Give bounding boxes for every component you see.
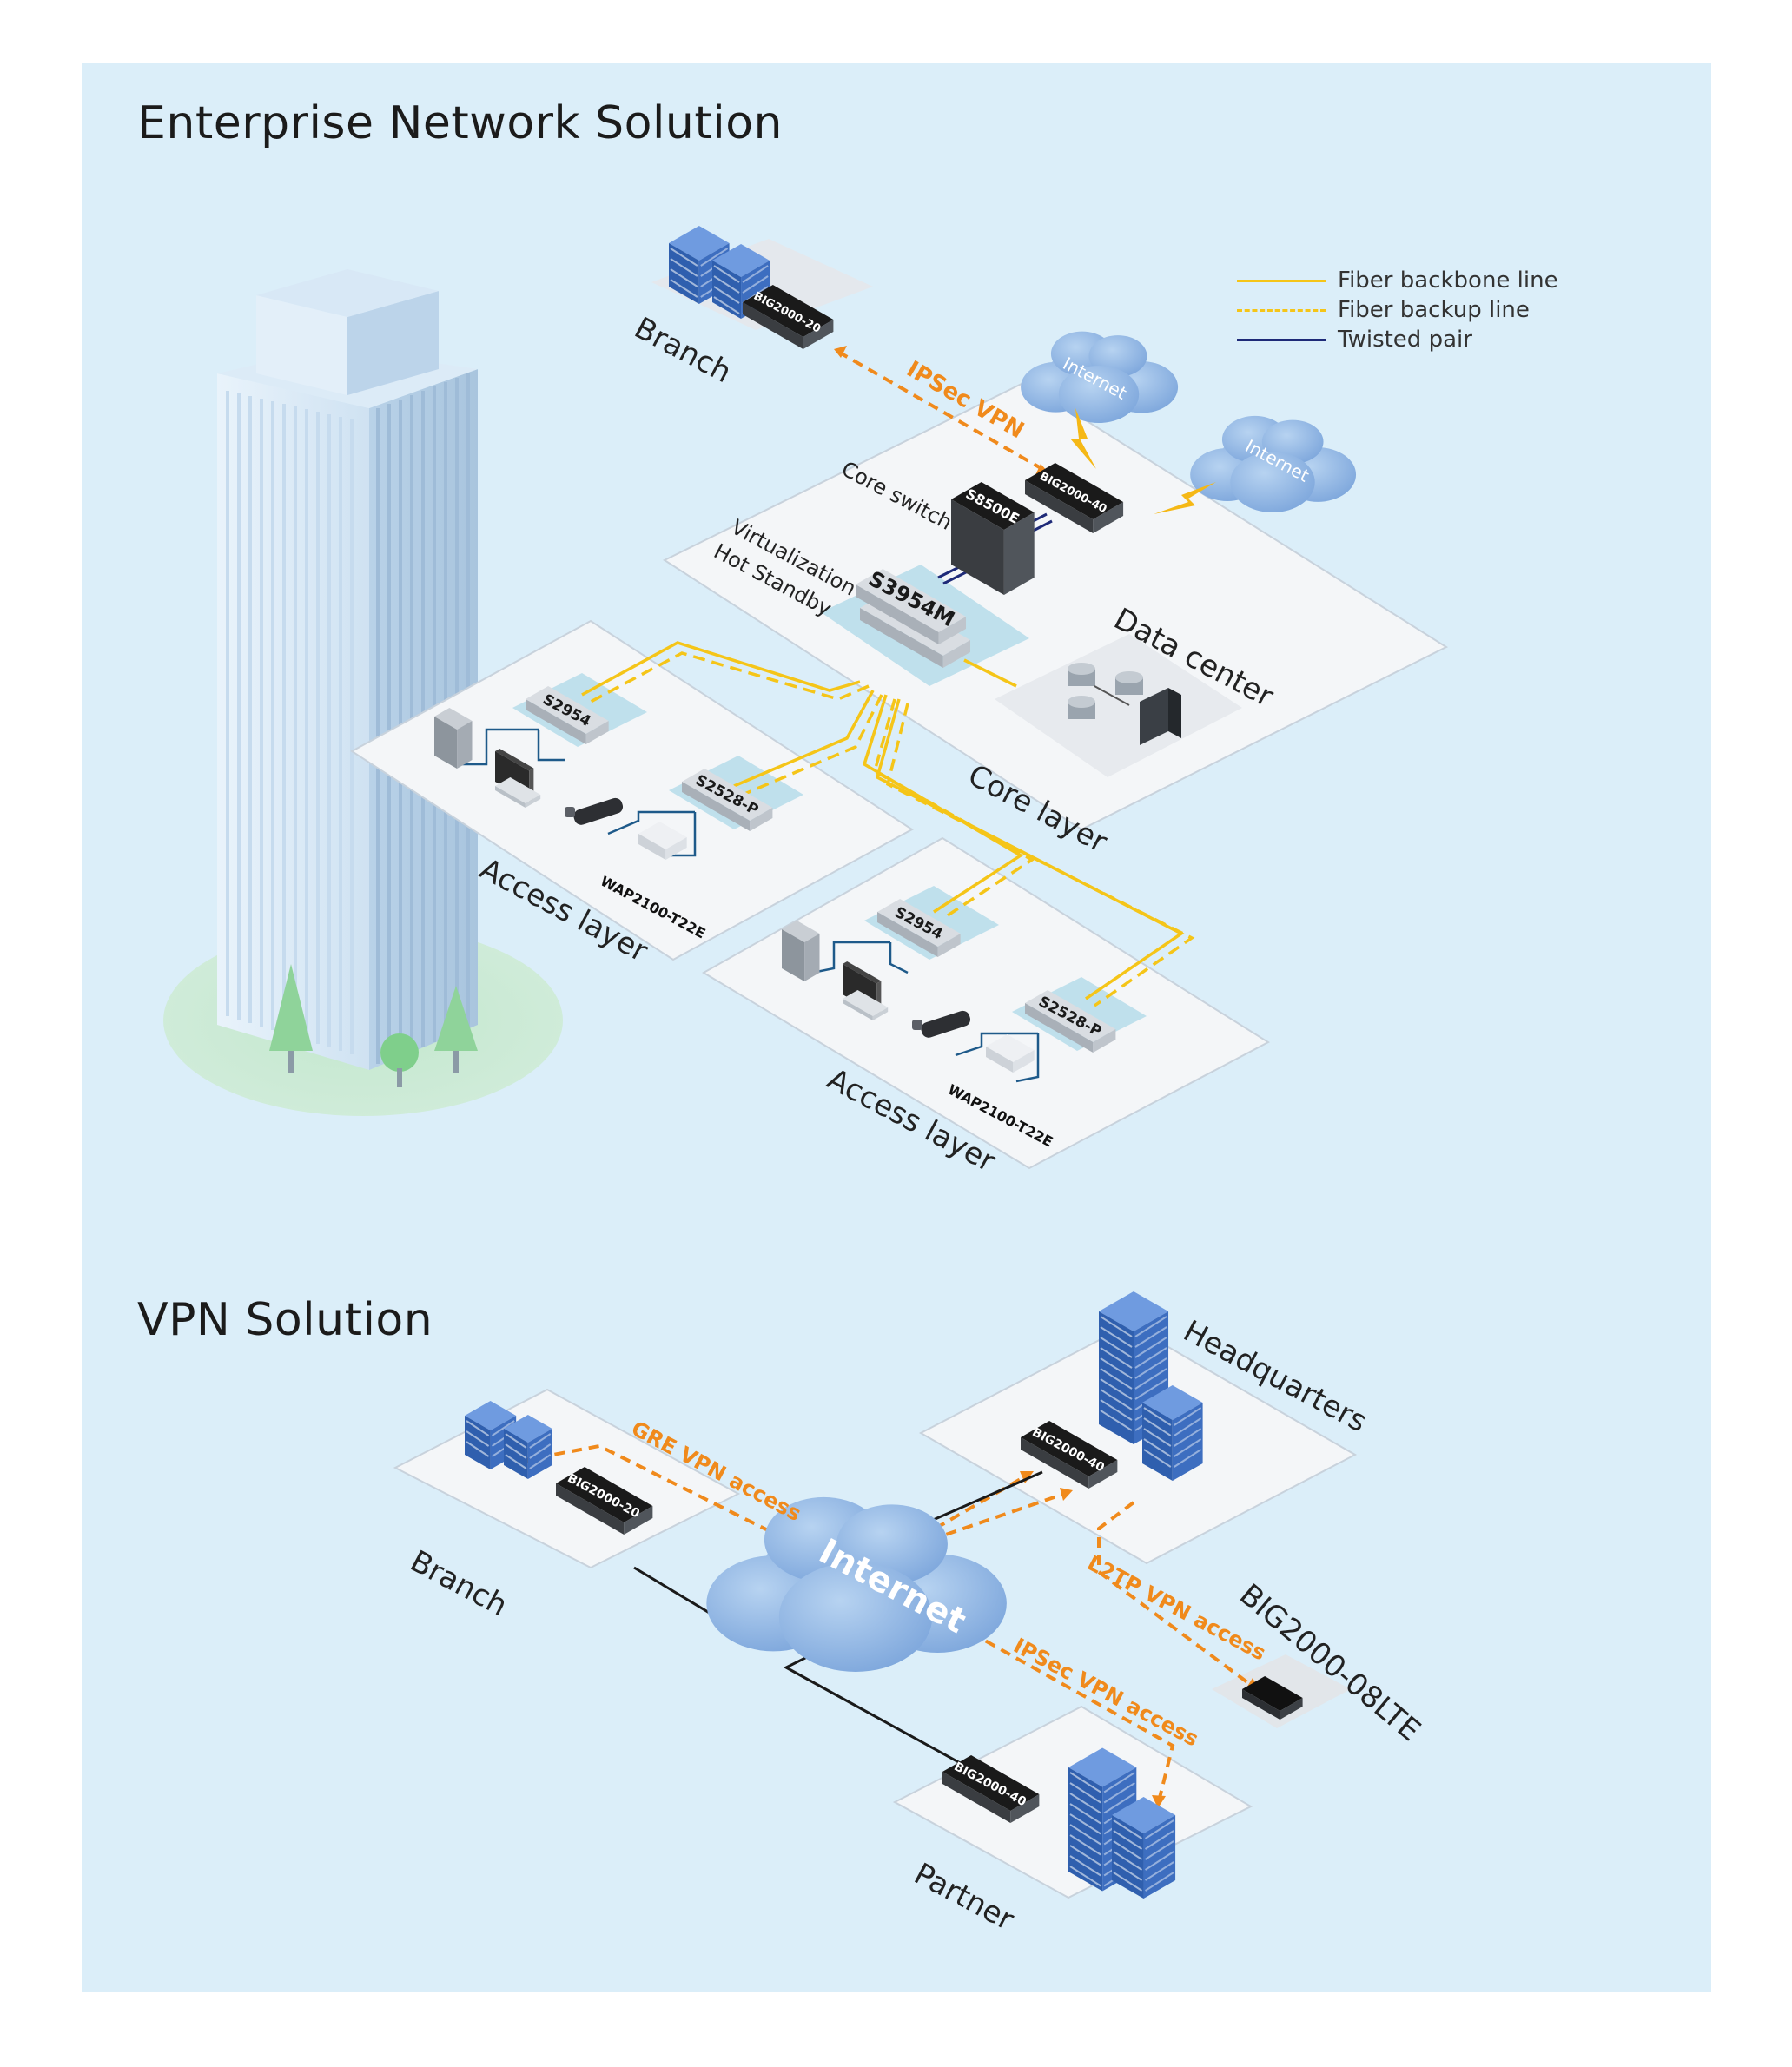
tower-crown-front — [256, 295, 347, 395]
data-center-servers — [1068, 663, 1181, 745]
vpn-branch-building — [504, 1415, 552, 1479]
headquarters-building — [1142, 1385, 1203, 1481]
tree-middle — [380, 1034, 419, 1087]
arrowhead — [1152, 1795, 1166, 1808]
enterprise-title: Enterprise Network Solution — [137, 97, 783, 149]
endpoints — [434, 708, 1035, 1073]
vpn-title: VPN Solution — [137, 1294, 433, 1346]
partner-building — [1112, 1797, 1176, 1899]
arrowhead — [1060, 1488, 1073, 1501]
legend-swatch-fiber-backup — [1237, 308, 1326, 312]
legend-item-twisted-pair: Twisted pair — [1237, 325, 1558, 354]
core-switch-s8500e: S8500E — [951, 482, 1035, 595]
legend-item-fiber-backbone: Fiber backbone line — [1237, 266, 1558, 295]
branch-label: Branch — [629, 311, 737, 391]
data-center-pad — [995, 634, 1242, 777]
lightning-icon — [1070, 408, 1096, 469]
arrowhead — [1020, 1471, 1034, 1483]
access2-keyboard — [843, 990, 889, 1020]
access2-access-point — [986, 1034, 1035, 1073]
office-tower — [163, 269, 563, 1116]
tower-crown-side — [347, 291, 439, 395]
access2-pc — [782, 921, 820, 981]
partner-label: Partner — [909, 1857, 1020, 1938]
tree-right — [434, 986, 478, 1073]
arrowhead — [834, 346, 847, 358]
core-layer-platform — [662, 380, 1449, 831]
internet-cloud-1 — [1021, 331, 1179, 423]
fiber-backbone-to-access-1a — [581, 641, 861, 697]
vpn-branch-label: Branch — [405, 1544, 513, 1624]
fiber-backbone-to-access-1b — [733, 690, 875, 788]
tree-left — [269, 964, 313, 1073]
access2-camera — [912, 1010, 971, 1038]
lightning-icon — [1154, 482, 1216, 514]
internet-cloud-vpn — [706, 1496, 1007, 1672]
legend-label: Twisted pair — [1338, 327, 1472, 353]
internet-cloud-2 — [1190, 415, 1357, 512]
tower-crown-top — [256, 269, 439, 317]
legend-label: Fiber backbone line — [1338, 267, 1558, 294]
access-platform-2 — [702, 836, 1271, 1170]
legend-item-fiber-backup: Fiber backup line — [1237, 295, 1558, 325]
fiber-backup-to-access-2a — [872, 698, 1035, 921]
legend-swatch-fiber-backbone — [1237, 279, 1326, 282]
legend-swatch-twisted-pair — [1237, 338, 1326, 341]
l2tp-link — [1097, 1501, 1253, 1687]
fiber-backbone-to-access-2b — [875, 698, 1185, 1000]
lte-router — [1242, 1676, 1303, 1720]
legend: Fiber backbone line Fiber backup line Tw… — [1237, 266, 1558, 354]
branch-building — [669, 226, 730, 304]
fiber-backup-to-access-2b — [885, 703, 1195, 1007]
internet-clouds — [706, 331, 1357, 1672]
tower-front — [217, 373, 369, 1070]
access1-camera — [565, 797, 624, 825]
buildings — [465, 226, 1203, 1899]
lte-label: BIG2000-08LTE — [1233, 1577, 1427, 1748]
ipsec-link-branch-to-gateway — [837, 350, 1043, 471]
fiber-backup-to-access-1b — [742, 694, 883, 796]
fiber-links — [581, 641, 1195, 1007]
access-platform-1 — [350, 619, 914, 961]
headquarters-platform — [918, 1323, 1358, 1565]
partner-tower — [1068, 1747, 1137, 1892]
access1-pc — [434, 708, 473, 769]
ipsec-access-link — [955, 1622, 1175, 1799]
legend-label: Fiber backup line — [1338, 297, 1530, 323]
access-copper-links — [460, 728, 1040, 1083]
access1-keyboard — [495, 777, 541, 808]
access1-access-point — [638, 822, 687, 860]
fiber-backbone-to-data-center — [963, 658, 1017, 688]
